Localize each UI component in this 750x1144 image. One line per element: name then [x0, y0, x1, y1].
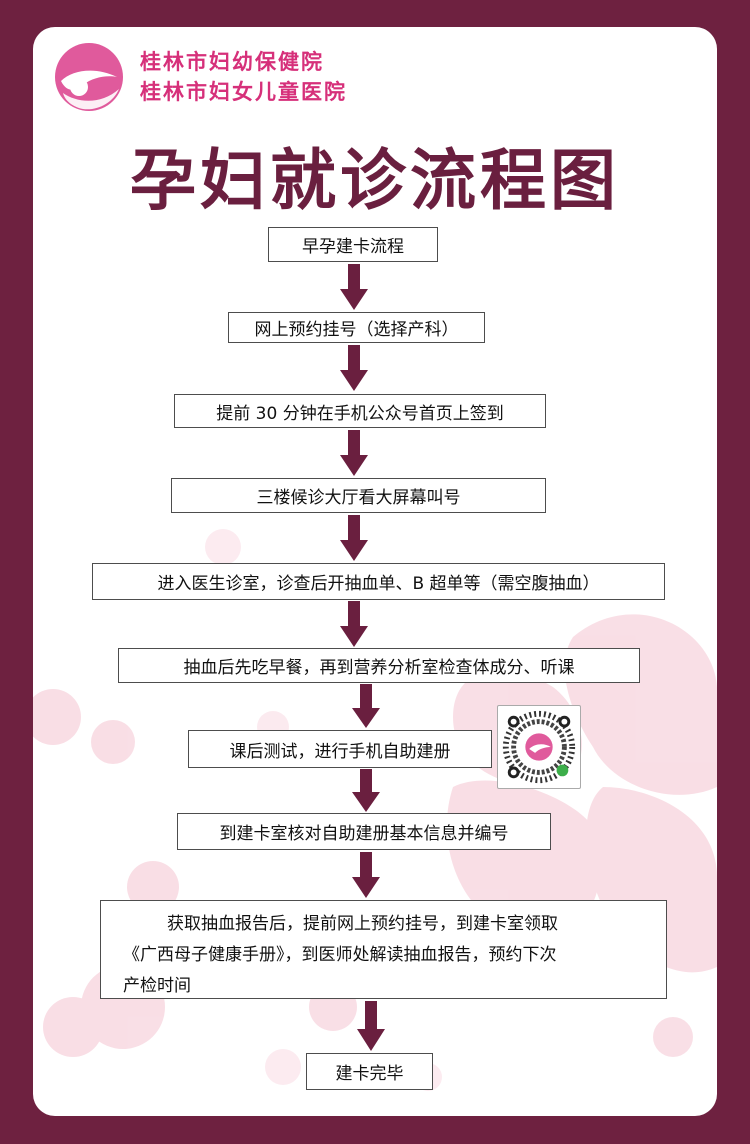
flow-step-9-line3: 产检时间 — [123, 976, 191, 996]
hands-holding-baby-logo-icon — [55, 43, 123, 111]
flow-step-9: 获取抽血报告后，提前网上预约挂号，到建卡室领取 《广西母子健康手册》，到医师处解… — [100, 900, 667, 999]
flow-step-8: 到建卡室核对自助建册基本信息并编号 — [177, 813, 551, 850]
down-arrow-icon — [340, 264, 368, 310]
down-arrow-icon — [357, 1001, 385, 1051]
hospital-name-line2: 桂林市妇女儿童医院 — [140, 80, 347, 104]
flow-step-10: 建卡完毕 — [306, 1053, 433, 1090]
flow-step-7: 课后测试，进行手机自助建册 — [188, 730, 492, 768]
down-arrow-icon — [340, 430, 368, 476]
down-arrow-icon — [340, 601, 368, 647]
page-title: 孕妇就诊流程图 — [130, 141, 620, 219]
flow-step-2: 网上预约挂号（选择产科） — [228, 312, 485, 343]
flow-step-1: 早孕建卡流程 — [268, 227, 438, 262]
flow-step-4: 三楼候诊大厅看大屏幕叫号 — [171, 478, 546, 513]
flow-step-3: 提前 30 分钟在手机公众号首页上签到 — [174, 394, 546, 428]
down-arrow-icon — [352, 852, 380, 898]
wechat-mini-program-qr-code-icon — [497, 705, 581, 789]
down-arrow-icon — [340, 345, 368, 391]
flow-step-5: 进入医生诊室，诊查后开抽血单、B 超单等（需空腹抽血） — [92, 563, 665, 600]
flow-step-9-line2: 《广西母子健康手册》，到医师处解读抽血报告，预约下次 — [123, 945, 557, 965]
flow-step-9-line1: 获取抽血报告后，提前网上预约挂号，到建卡室领取 — [167, 914, 558, 934]
hospital-name-line1: 桂林市妇幼保健院 — [140, 50, 324, 74]
poster-card: 桂林市妇幼保健院 桂林市妇女儿童医院 孕妇就诊流程图 早孕建卡流程 网上预约挂号… — [33, 27, 717, 1116]
down-arrow-icon — [340, 515, 368, 561]
down-arrow-icon — [352, 769, 380, 812]
down-arrow-icon — [352, 684, 380, 728]
flow-step-6: 抽血后先吃早餐，再到营养分析室检查体成分、听课 — [118, 648, 640, 683]
